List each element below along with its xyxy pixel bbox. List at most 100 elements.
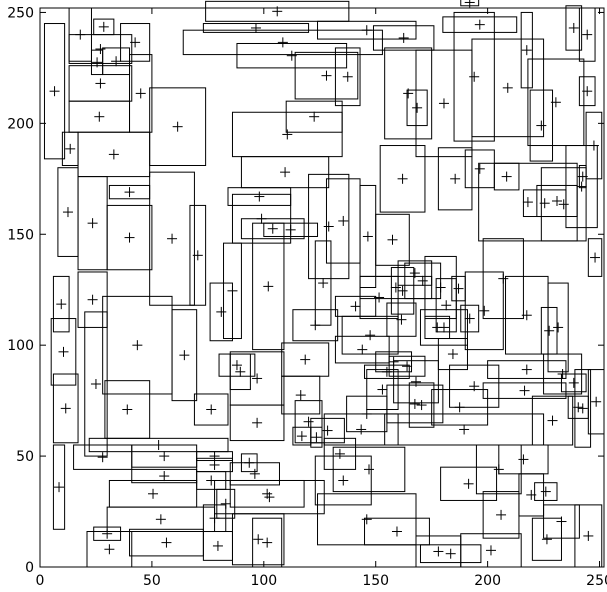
rectangle-14 [149,87,207,166]
center-marker-63 [309,111,320,122]
center-marker-6 [95,78,106,89]
center-marker-47 [249,468,260,479]
center-marker-83 [577,171,588,182]
rectangle-146 [314,455,372,506]
center-marker-84 [588,140,599,151]
center-marker-52 [235,366,246,377]
center-marker-32 [104,544,115,555]
rectangle-22 [189,204,207,306]
center-marker-122 [469,381,480,392]
center-marker-67 [277,37,288,48]
rectangle-129 [567,395,589,419]
center-marker-147 [334,448,345,459]
rectangle-156 [334,335,390,364]
rectangle-107 [451,275,466,302]
rectangle-161 [294,400,323,444]
center-marker-48 [252,417,263,428]
rectangle-118 [397,260,433,286]
x-tick-label: 100 [250,573,277,589]
center-marker-65 [342,71,353,82]
center-marker-35 [161,537,172,548]
y-tick-label: 0 [25,560,34,576]
center-marker-72 [403,88,414,99]
rectangle-159 [281,375,321,415]
rectangle-76 [442,16,518,33]
center-marker-22 [192,250,203,261]
center-marker-137 [540,486,551,497]
center-marker-29 [97,452,108,463]
center-marker-36 [148,488,159,499]
rectangle-97 [437,147,473,211]
center-marker-136 [526,489,537,500]
rectangle-96 [379,145,426,213]
center-marker-155 [402,361,413,372]
center-marker-100 [501,171,512,182]
center-marker-102 [552,195,562,206]
center-marker-119 [396,314,407,325]
center-marker-4 [54,482,65,493]
center-marker-142 [445,548,456,559]
rectangle-122 [449,364,500,408]
rectangle-154 [375,351,413,373]
rectangle-16 [61,131,79,166]
rectangle-152 [393,360,439,404]
rectangle-19 [106,204,153,271]
center-marker-163 [322,425,333,436]
center-marker-150 [416,400,427,411]
center-marker-95 [387,234,398,245]
center-marker-133 [463,478,474,489]
center-marker-118 [409,268,420,279]
center-marker-81 [582,29,593,40]
center-marker-140 [485,545,496,556]
center-marker-149 [459,424,470,435]
center-marker-80 [568,22,579,33]
center-marker-12 [130,37,141,48]
centers-layer [49,0,602,559]
center-marker-154 [388,356,399,367]
center-marker-161 [303,416,314,427]
rectangle-78 [520,11,533,89]
center-marker-152 [411,376,421,387]
center-marker-111 [350,301,361,312]
center-marker-158 [300,354,311,365]
center-marker-107 [453,283,464,294]
center-marker-112 [318,278,329,289]
center-marker-157 [310,320,321,331]
center-marker-138 [556,516,567,527]
rectangle-23 [77,271,108,328]
rectangle-43 [216,488,236,519]
center-marker-20 [124,187,135,198]
rectangle-27 [171,309,198,402]
rectangle-4 [52,444,66,530]
center-marker-108 [441,300,452,311]
center-marker-97 [450,173,461,184]
center-marker-76 [474,19,485,30]
rectangle-124 [487,360,567,379]
center-marker-105 [498,273,509,284]
center-marker-38 [209,459,220,470]
rectangle-121 [437,338,468,371]
center-marker-129 [573,402,584,413]
center-marker-66 [286,50,297,61]
rectangle-70 [317,20,417,40]
rectangle-147 [323,437,357,470]
center-marker-24 [90,378,101,389]
y-tick-label: 250 [7,5,34,21]
rectangle-157 [292,309,339,342]
center-marker-120 [438,322,449,333]
center-marker-10 [92,57,103,68]
rectangle-80 [565,5,583,51]
center-marker-31 [153,439,164,450]
rectangle-0 [43,23,66,160]
rectangle-1 [52,275,70,333]
rectangle-69 [205,0,350,22]
center-marker-0 [49,86,60,97]
rectangle-163 [310,417,345,444]
center-marker-141 [433,546,444,557]
center-marker-46 [262,488,273,499]
center-marker-39 [209,451,220,462]
rectangle-75 [471,38,545,138]
center-marker-43 [220,498,231,509]
